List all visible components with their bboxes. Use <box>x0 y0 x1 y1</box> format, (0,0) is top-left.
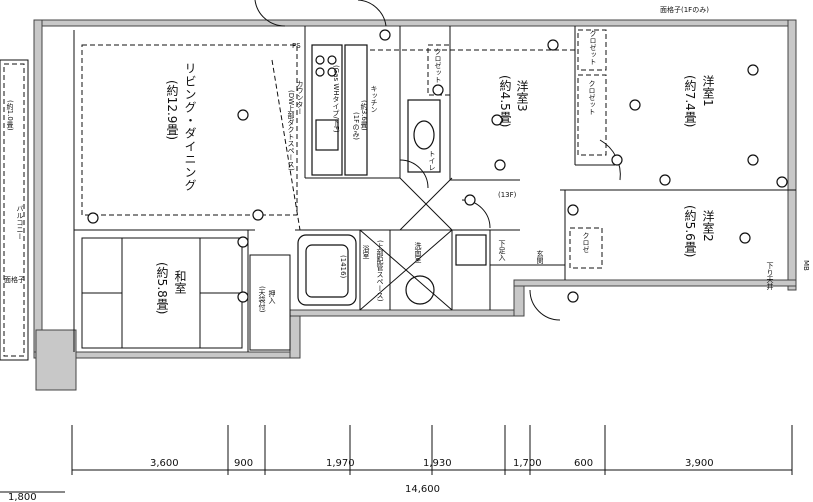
closet-label-3: クロゼット <box>434 48 442 83</box>
japanese-area: (約5.8畳) <box>155 262 169 314</box>
living-area: (約12.9畳) <box>165 80 179 140</box>
western1-area: (約7.4畳) <box>683 75 697 127</box>
dim-3: 1,970 <box>326 458 355 469</box>
dim-4: 1,930 <box>423 458 452 469</box>
ps-label: PS <box>292 42 301 50</box>
dim-total: 14,600 <box>405 484 440 495</box>
toilet-fixture <box>407 99 441 173</box>
exterior-walls <box>33 19 797 391</box>
kitchen-fixtures <box>311 44 368 176</box>
dim-7: 3,900 <box>685 458 714 469</box>
living-name: リビング・ダイニング <box>183 62 197 192</box>
western2-area: (約5.6畳) <box>683 205 697 257</box>
light-symbols <box>87 29 788 303</box>
closet-label-2: クロゼ <box>582 232 590 253</box>
toilet-name: トイレ <box>428 150 436 171</box>
interior-walls <box>73 26 796 352</box>
mb-label: MB <box>802 260 810 271</box>
counter-line <box>271 59 301 231</box>
western3-area: (約4.5畳) <box>498 75 512 127</box>
balcony-name: バルコニー <box>16 205 24 240</box>
floor-1f-label: (1Fのみ) <box>352 112 360 140</box>
dim-1: 3,600 <box>150 458 179 469</box>
level-13f-label: (13F) <box>498 191 517 199</box>
dim-5: 1,700 <box>513 458 542 469</box>
dimension-lines <box>0 425 793 493</box>
western3-name: 洋室3 <box>515 79 529 112</box>
western1-name: 洋室1 <box>701 74 715 107</box>
closet-label-1a: クロゼット <box>589 30 597 65</box>
bath-fixtures <box>297 234 487 306</box>
bath-size: (1416) <box>339 255 347 279</box>
entrance-name: 玄関 <box>536 249 544 265</box>
gas-label: (Gas WHタイプ/下F) <box>332 65 340 133</box>
pipe-note-label: (上部配管スペース) <box>376 240 384 302</box>
bath-name: 浴室 <box>362 244 370 259</box>
lattice-1f-label: 面格子(1Fのみ) <box>660 5 709 14</box>
balcony-area <box>0 59 29 361</box>
down-beam-label: 下り天井 <box>766 262 774 291</box>
japanese-name: 和室 <box>173 270 187 294</box>
closet-label-1b: クロゼット <box>588 80 596 115</box>
counter-label: カウンター <box>296 80 304 115</box>
down-duct-label: (DW上部ダクトスペース) <box>287 90 295 171</box>
kitchen-area: (約3.6畳) <box>360 100 368 131</box>
ceiling-outline <box>81 44 298 216</box>
washroom-name: 洗面室 <box>414 241 422 263</box>
kitchen-name: キッチン <box>370 85 378 113</box>
shoebox-name: 下足入 <box>498 240 506 261</box>
lattice-label: 面格子 <box>4 275 25 284</box>
dim-left: 1,800 <box>8 492 37 502</box>
balcony-mark-label: (約1.0畳) <box>6 100 14 131</box>
pipe-space-marks <box>359 177 453 311</box>
oshiire-note: (天袋付) <box>258 286 266 313</box>
dim-2: 900 <box>234 458 253 469</box>
oshiire-label: 押入 <box>268 289 276 304</box>
dim-6: 600 <box>574 458 593 469</box>
western2-name: 洋室2 <box>701 209 715 242</box>
